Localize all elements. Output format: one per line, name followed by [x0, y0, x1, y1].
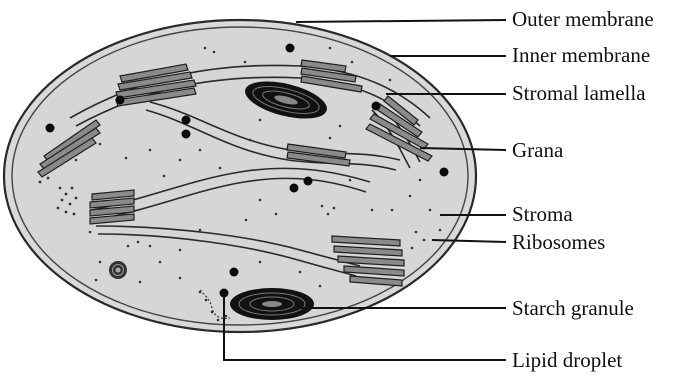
label-starch-granule: Starch granule	[512, 296, 634, 320]
label-lipid-droplet: Lipid droplet	[512, 348, 622, 372]
leader-outer-membrane	[296, 20, 506, 22]
label-stromal-lamella: Stromal lamella	[512, 81, 646, 105]
label-grana: Grana	[512, 138, 564, 162]
nucleoid-body	[109, 261, 127, 279]
labels: Outer membrane Inner membrane Stromal la…	[512, 7, 654, 372]
label-inner-membrane: Inner membrane	[512, 43, 650, 67]
starch-granule-bottom	[230, 288, 314, 320]
label-outer-membrane: Outer membrane	[512, 7, 654, 31]
label-stroma: Stroma	[512, 202, 573, 226]
label-ribosomes: Ribosomes	[512, 230, 605, 254]
